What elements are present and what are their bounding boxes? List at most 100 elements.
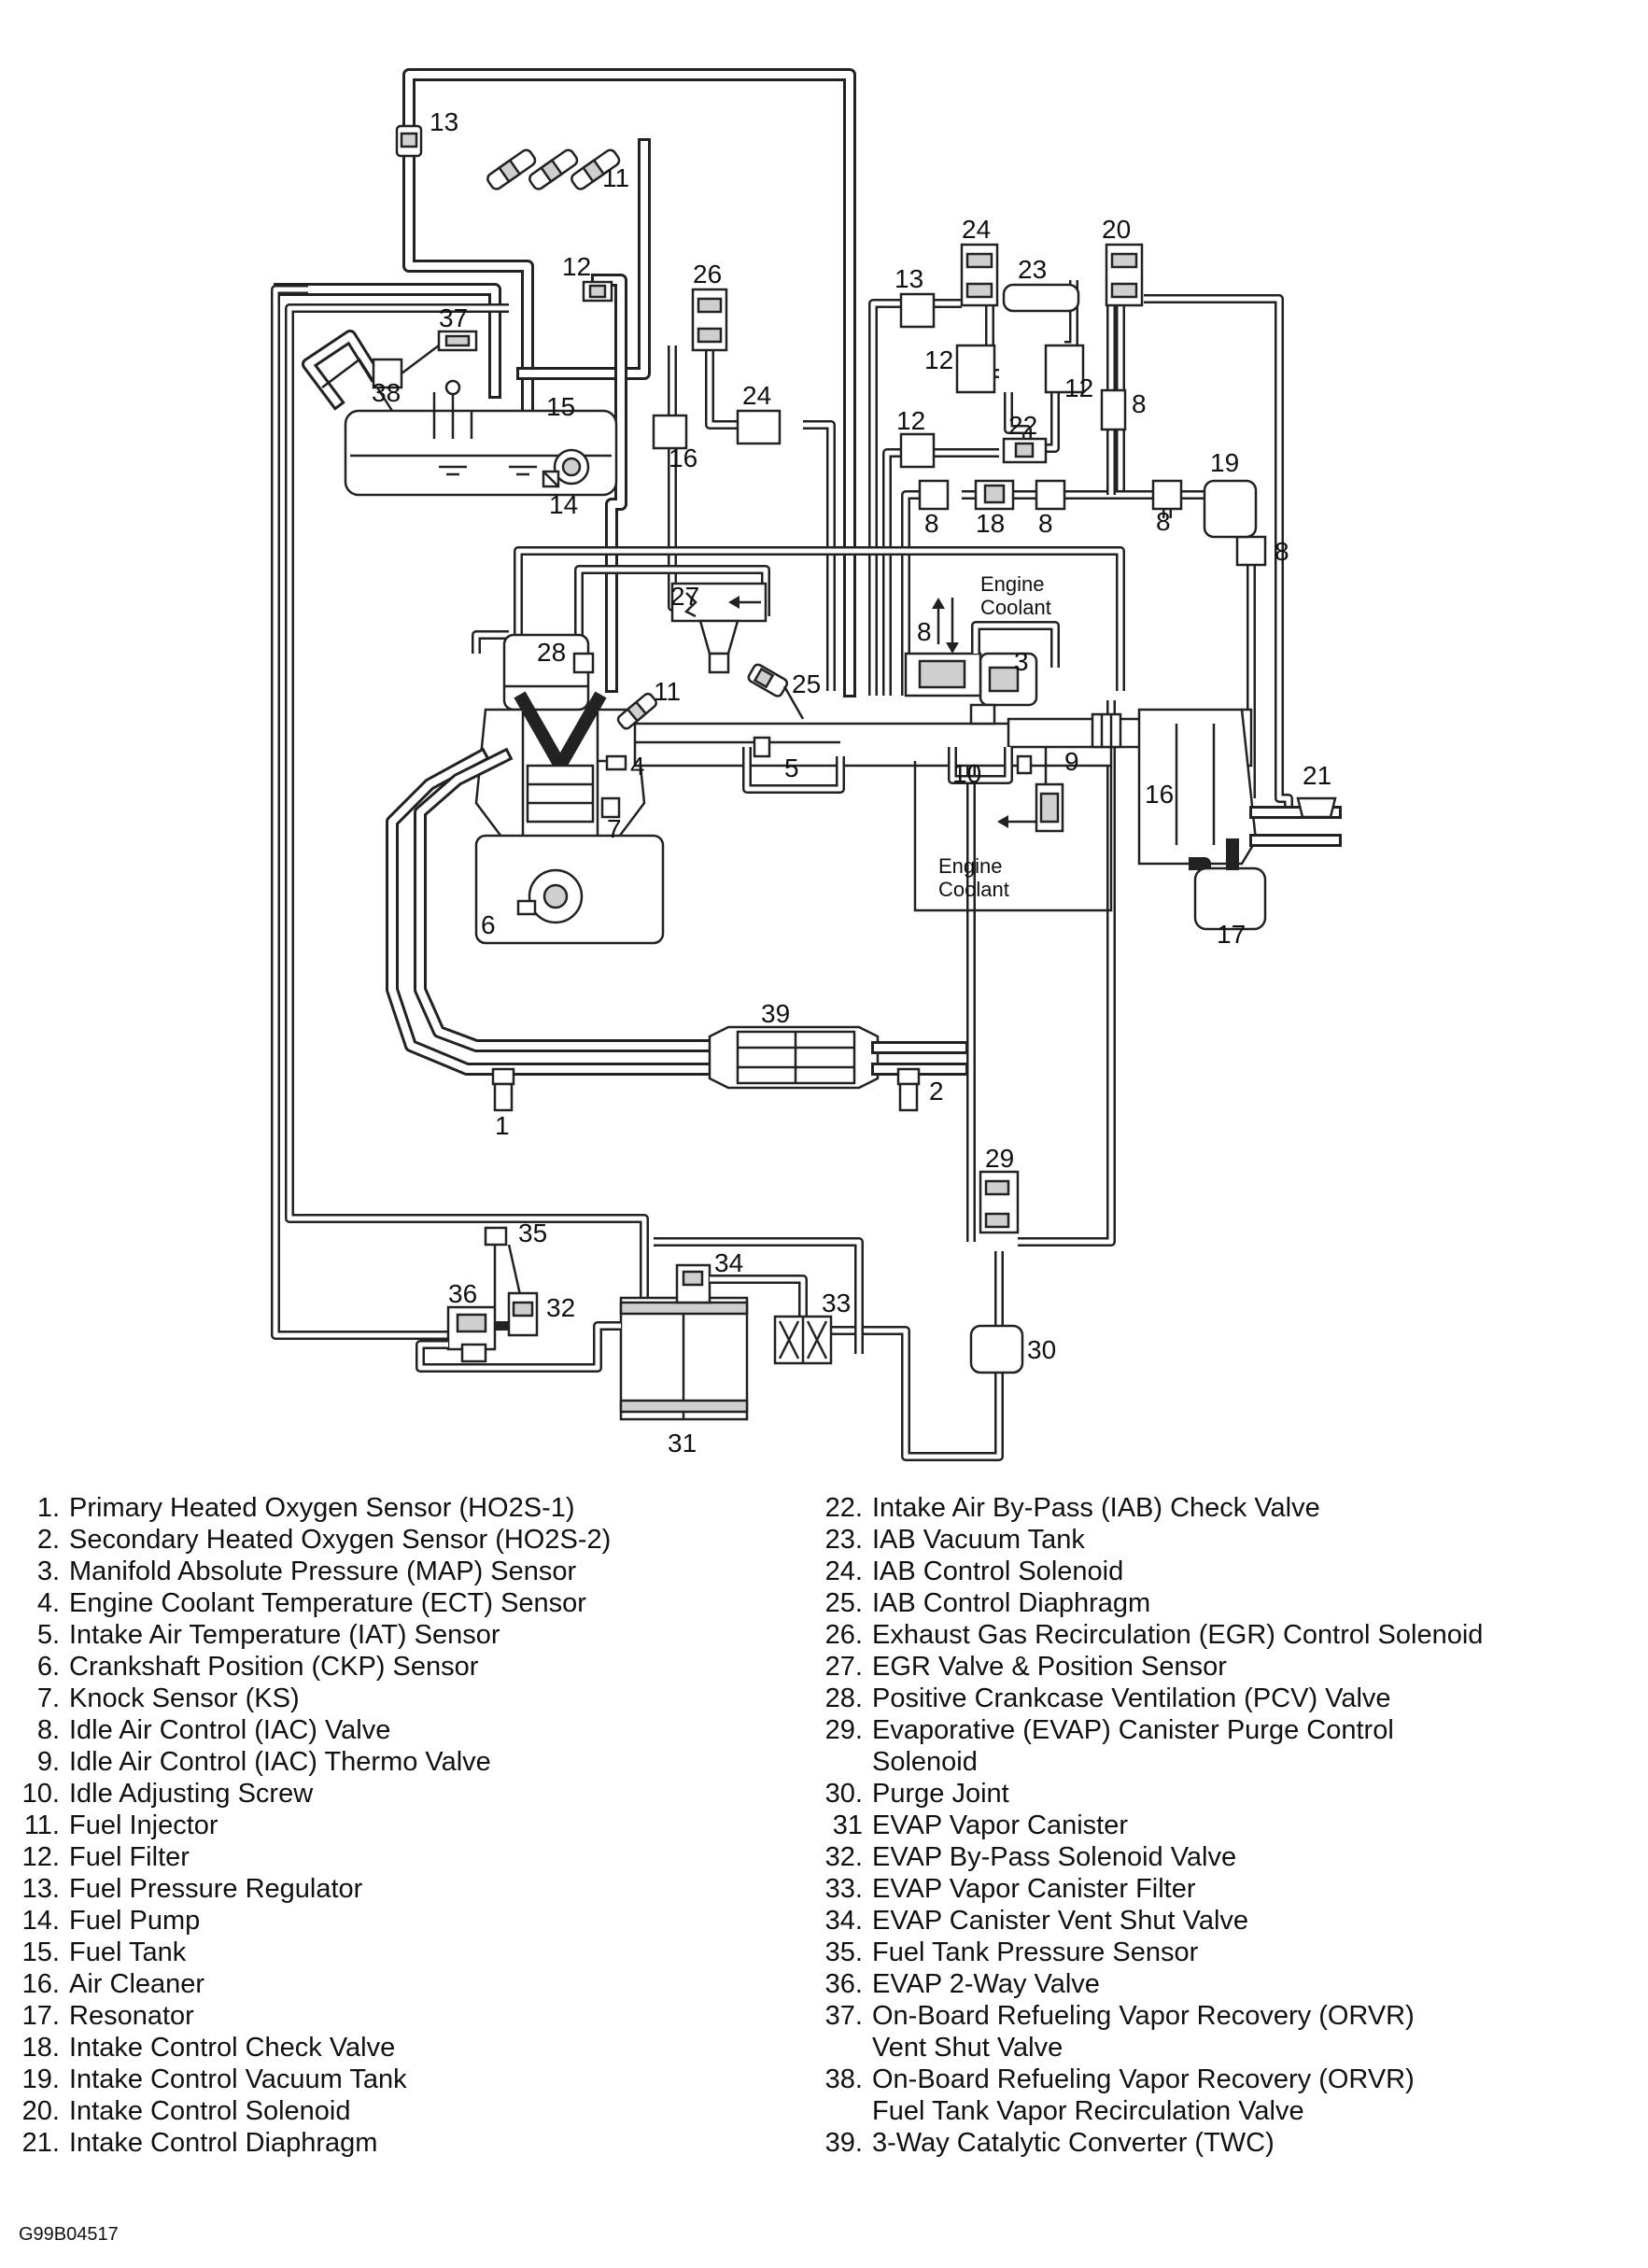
callout-13b: 13 [894,264,923,293]
legend-item: 10.Idle Adjusting Screw [9,1778,611,1810]
legend-item: 17.Resonator [9,2000,611,2032]
legend-text: On-Board Refueling Vapor Recovery (ORVR) [872,2001,1415,2031]
legend-item: 22. Intake Air By-Pass (IAB) Check Valve [812,1492,1483,1524]
legend-item: 28. Positive Crankcase Ventilation (PCV) … [812,1683,1483,1714]
legend-number: 13. [21,1874,60,1904]
legend-number: 9. [36,1747,60,1777]
legend-number: 11. [23,1810,60,1840]
callout-38: 38 [372,378,401,407]
legend-text: EVAP 2-Way Valve [872,1969,1100,1999]
legend-text: Intake Air By-Pass (IAB) Check Valve [872,1493,1320,1523]
legend-item: 2. Secondary Heated Oxygen Sensor (HO2S-2… [9,1524,611,1556]
coolant-label-top-2: Coolant [980,596,1051,619]
fuel-lines [274,68,856,697]
legend-item: 26.Exhaust Gas Recirculation (EGR) Contr… [812,1619,1484,1651]
callout-24b: 24 [742,381,771,410]
legend-item: 8.Idle Air Control (IAC) Valve [9,1714,611,1746]
legend-text: Intake Control Vacuum Tank [69,2064,407,2094]
legend-item: 36. EVAP 2-Way Valve [812,1968,1483,2000]
legend-item: 16. Air Cleaner [9,1968,611,2000]
legend-item: 30.Purge Joint [812,1778,1483,1810]
legend-number: 25. [824,1588,863,1618]
legend-text: Crankshaft Position (CKP) Sensor [69,1652,479,1682]
legend-text: Positive Crankcase Ventilation (PCV) Val… [872,1683,1391,1713]
callout-14: 14 [549,490,578,519]
legend-item: 23.IAB Vacuum Tank [812,1524,1483,1556]
legend-number: 21. [21,2128,60,2158]
legend-item: 37.On-Board Refueling Vapor Recovery (OR… [812,2000,1483,2032]
callout-34: 34 [714,1248,743,1277]
legend-item: 20.Intake Control Solenoid [9,2095,611,2127]
callout-15: 15 [546,392,575,421]
coolant-label-bottom-1: Engine [938,854,1003,878]
callout-25: 25 [792,669,821,698]
legend-number: 38. [824,2064,863,2094]
callout-12c: 12 [1064,373,1093,402]
callout-35: 35 [518,1219,547,1247]
legend-text: Primary Heated Oxygen Sensor (HO2S-1) [69,1493,575,1523]
callout-19: 19 [1210,448,1239,477]
legend-text: Solenoid [872,1747,978,1777]
legend-text: Idle Adjusting Screw [69,1779,314,1809]
legend-text: Fuel Injector [69,1810,218,1840]
legend-text: Secondary Heated Oxygen Sensor (HO2S-2) [69,1525,612,1555]
legend-number: 19. [21,2064,60,2094]
legend-item: 6.Crankshaft Position (CKP) Sensor [9,1651,611,1683]
legend-text: EVAP By-Pass Solenoid Valve [872,1842,1237,1872]
legend-text: Air Cleaner [69,1969,205,1999]
legend-number: 36. [824,1969,863,1999]
callout-12b: 12 [924,345,953,374]
legend-number: 2. [36,1525,60,1555]
legend-item: 21.Intake Control Diaphragm [9,2127,611,2159]
legend-number: 33. [824,1874,863,1904]
legend-item: 39. 3-Way Catalytic Converter (TWC) [812,2127,1483,2159]
callout-32: 32 [546,1293,575,1322]
callout-20: 20 [1102,215,1131,244]
legend-number: 35. [824,1937,863,1967]
callout-8b: 8 [924,509,939,538]
callout-18: 18 [976,509,1005,538]
legend-item: 3.Manifold Absolute Pressure (MAP) Senso… [9,1556,611,1587]
legend-number: 14. [21,1906,60,1936]
legend-number: 4. [36,1588,60,1618]
callout-33: 33 [822,1289,851,1317]
legend-text: EVAP Vapor Canister Filter [872,1874,1196,1904]
callout-28: 28 [537,638,566,667]
legend-item: 32.EVAP By-Pass Solenoid Valve [812,1841,1483,1873]
legend-text: EVAP Vapor Canister [872,1810,1129,1840]
legend-text: Resonator [69,2001,194,2031]
legend-number: 29. [824,1715,863,1745]
legend-item: 5.Intake Air Temperature (IAT) Sensor [9,1619,611,1651]
legend-item: 7.Knock Sensor (KS) [9,1683,611,1714]
legend-item: 27.EGR Valve & Position Sensor [812,1651,1483,1683]
callout-8e: 8 [1275,537,1289,566]
legend-number: 3. [36,1557,60,1586]
legend-number: 16. [21,1969,60,1999]
legend-item: Vent Shut Valve [812,2032,1483,2064]
legend-text: Fuel Pressure Regulator [69,1874,363,1904]
legend-number: 28. [824,1683,863,1713]
legend-number: 39. [824,2128,863,2158]
legend-number: 26. [824,1620,863,1650]
legend-text: 3-Way Catalytic Converter (TWC) [872,2128,1275,2158]
legend-text: Knock Sensor (KS) [69,1683,300,1713]
legend-number: 1. [36,1493,60,1523]
fuel-tank-assembly [302,330,618,497]
callout-39: 39 [761,999,790,1028]
legend-number: 5. [36,1620,60,1650]
callout-29: 29 [985,1144,1014,1173]
legend-item: 15.Fuel Tank [9,1937,611,1968]
legend-number: 22. [824,1493,863,1523]
callout-3: 3 [1014,647,1029,676]
legend-item: Solenoid [812,1746,1483,1778]
legend-text: IAB Control Solenoid [872,1557,1124,1586]
legend-text: Fuel Tank Pressure Sensor [872,1937,1199,1967]
legend-text: EGR Valve & Position Sensor [872,1652,1227,1682]
callout-5: 5 [784,754,799,782]
callout-16b: 16 [1145,780,1174,809]
fuel-rail-parts [395,124,621,303]
legend-text: Intake Control Solenoid [69,2096,351,2126]
legend-number: 23. [824,1525,863,1555]
